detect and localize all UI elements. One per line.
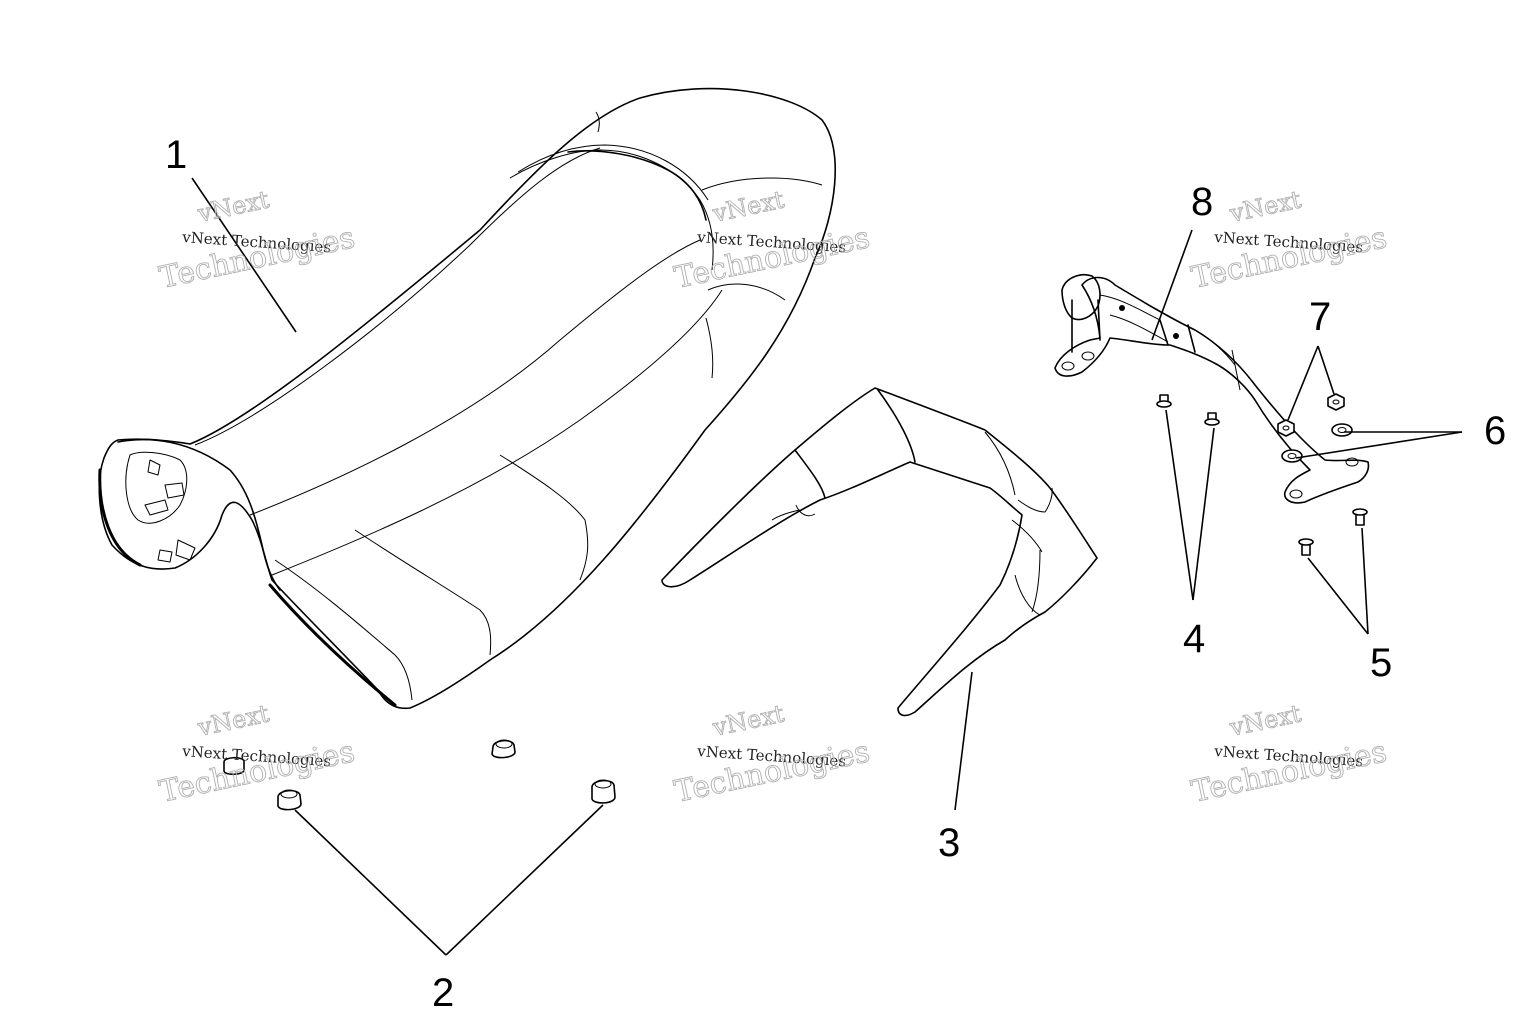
nut-part-7[interactable] <box>1277 393 1345 437</box>
grab-rail-part-8[interactable] <box>1054 274 1370 504</box>
watermark-line-a: vNext <box>1226 699 1304 742</box>
callout-labels: 1 2 3 4 5 6 7 8 <box>165 133 1506 1015</box>
watermark: vNext vNext Technologies Technologies <box>671 699 873 810</box>
leader-lines <box>191 177 1463 956</box>
callout-6: 6 <box>1484 409 1506 453</box>
callout-5: 5 <box>1370 641 1392 685</box>
watermark-line-a: vNext <box>194 699 272 742</box>
grommet-part-2[interactable] <box>223 739 616 811</box>
washer-part-6[interactable] <box>1281 423 1353 463</box>
screw-part-4[interactable] <box>1156 394 1220 426</box>
watermark: vNext vNext Technologies Technologies <box>156 699 358 810</box>
callout-2: 2 <box>432 971 454 1015</box>
watermark-line-a: vNext <box>194 185 272 228</box>
watermark: vNext vNext Technologies Technologies <box>156 185 358 296</box>
watermark-line-a: vNext <box>1226 185 1304 228</box>
rear-cowl-part-3[interactable] <box>661 387 1098 717</box>
callout-4: 4 <box>1183 617 1205 661</box>
watermark-line-a: vNext <box>709 699 787 742</box>
screw-part-5[interactable] <box>1298 508 1368 556</box>
callout-1: 1 <box>165 133 187 177</box>
callout-8: 8 <box>1191 180 1213 224</box>
seat-part-1[interactable] <box>98 87 837 710</box>
watermark: vNext vNext Technologies Technologies <box>1188 185 1390 296</box>
callout-7: 7 <box>1309 295 1331 339</box>
callout-3: 3 <box>938 821 960 865</box>
watermark: vNext vNext Technologies Technologies <box>1188 699 1390 810</box>
